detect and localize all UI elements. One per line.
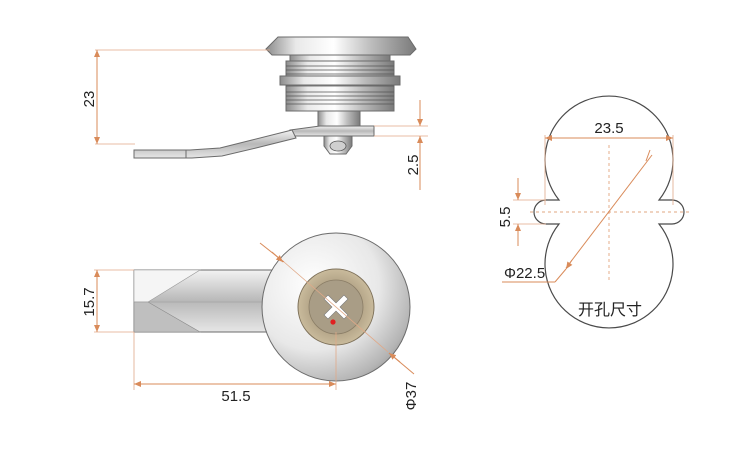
side-cam-plate — [289, 125, 375, 137]
side-view — [133, 36, 417, 159]
dim-text-cutout-width: 23.5 — [594, 120, 623, 137]
dim-side-cam-offset: 2.5 — [374, 100, 428, 190]
side-nut — [279, 75, 401, 86]
dim-front-height: 15.7 — [81, 269, 134, 333]
dim-front-length: 51.5 — [133, 332, 337, 405]
dim-text-cutout-diameter: Φ22.5 — [504, 265, 545, 282]
side-head-neck — [289, 54, 391, 62]
dim-text-side-height: 23 — [81, 91, 98, 108]
dim-cutout-flat: 5.5 — [497, 178, 546, 246]
dim-text-front-height: 15.7 — [81, 287, 98, 316]
dim-text-side-cam-offset: 2.5 — [405, 155, 422, 176]
front-cam-arm — [133, 269, 285, 333]
dim-text-cutout-flat: 5.5 — [497, 207, 514, 228]
dim-cutout-width: 23.5 — [544, 120, 674, 205]
side-shaft — [317, 110, 361, 128]
dim-text-front-length: 51.5 — [221, 388, 250, 405]
side-thread — [279, 60, 401, 112]
dim-text-front-diameter: Φ37 — [403, 382, 420, 411]
cutout-caption: 开孔尺寸 — [578, 300, 642, 319]
dim-cutout-diameter: Φ22.5 — [502, 149, 653, 283]
side-cam-arm — [133, 129, 297, 159]
dim-front-diameter: Φ37 — [259, 242, 420, 411]
dim-side-height: 23 — [81, 49, 270, 145]
front-view — [133, 232, 411, 382]
side-head — [265, 36, 417, 56]
indicator-dot — [330, 319, 336, 325]
